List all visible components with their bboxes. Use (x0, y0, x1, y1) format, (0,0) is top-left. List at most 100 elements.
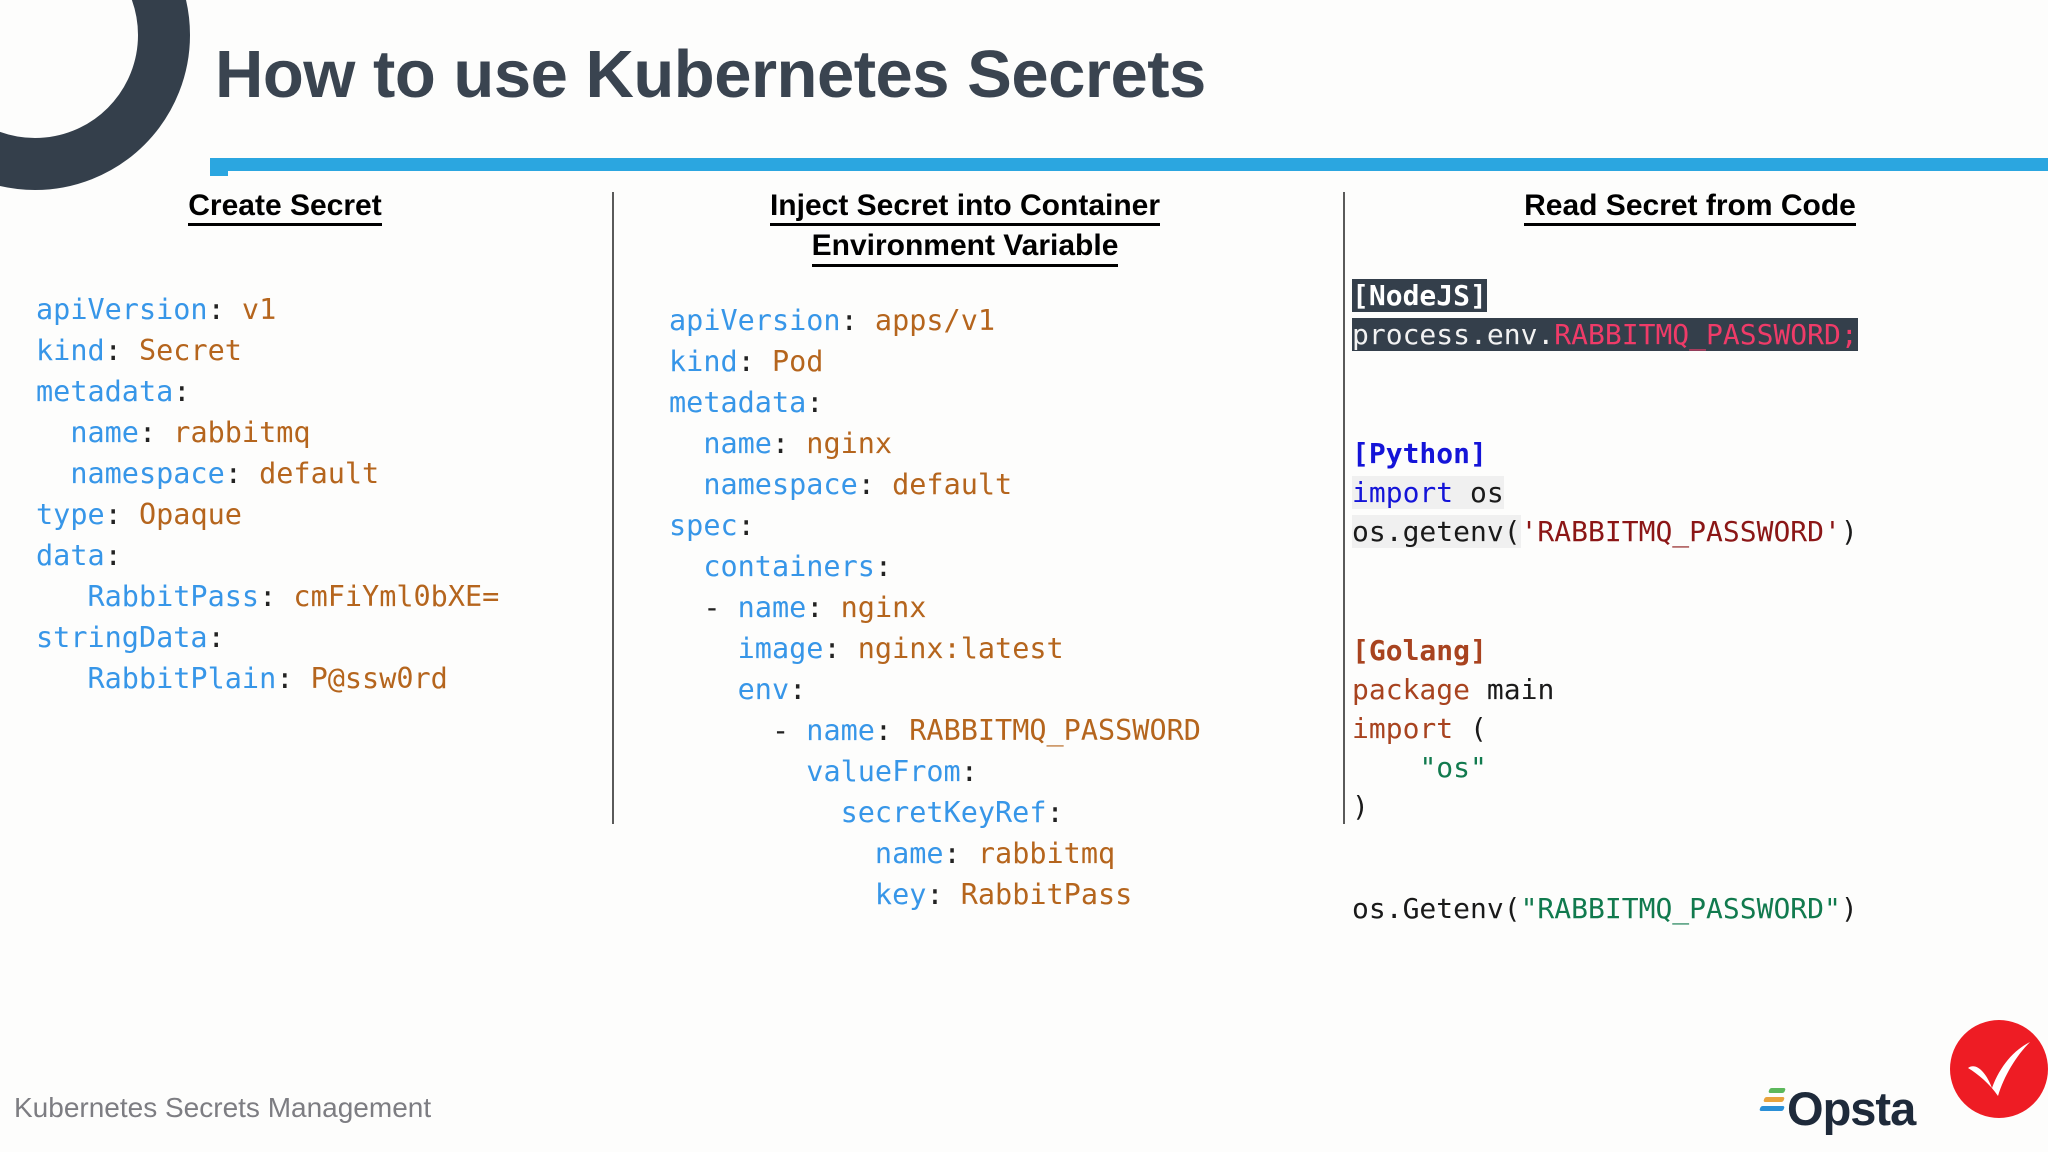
column-heading-inject-secret: Inject Secret into Container Environment… (655, 189, 1275, 267)
column-read-secret: Read Secret from Code [NodeJS] process.e… (1340, 189, 2048, 928)
yaml-sep: : (138, 416, 174, 450)
code-block-inject-secret: apiVersion: apps/v1 kind: Pod metadata: … (669, 300, 1335, 915)
yaml-key: image (737, 631, 824, 665)
yaml-sep: : (259, 580, 294, 614)
golang-package-line: package main (1352, 673, 1554, 706)
column-create-secret: Create Secret apiVersion: v1 kind: Secre… (0, 189, 612, 699)
yaml-key: spec (669, 508, 738, 542)
code-block-create-secret: apiVersion: v1 kind: Secret metadata: na… (36, 289, 612, 699)
code-line: valueFrom: (669, 755, 978, 788)
yaml-key: kind (669, 344, 738, 378)
yaml-sep: : (771, 426, 807, 460)
code-line: name: rabbitmq (669, 837, 1115, 870)
yaml-value: nginx (806, 426, 893, 460)
yaml-key: name (874, 836, 944, 870)
column-heading-read-secret: Read Secret from Code (1370, 189, 2010, 227)
code-line: RabbitPass: cmFiYml0bXE= (36, 580, 499, 613)
yaml-sep: : (874, 549, 893, 583)
column-divider-2 (1343, 192, 1345, 824)
yaml-sep: : (857, 467, 893, 501)
code-line: - name: RABBITMQ_PASSWORD (669, 714, 1201, 747)
golang-import-paren: ( (1453, 712, 1487, 746)
column-divider-1 (612, 192, 614, 824)
yaml-value: Secret (138, 334, 242, 368)
code-line: metadata: (36, 375, 190, 408)
code-line: env: (669, 672, 807, 706)
code-line: kind: Pod (669, 345, 823, 378)
code-line: name: rabbitmq (36, 416, 310, 450)
column-heading-line-1: Read Secret from Code (1524, 189, 1856, 227)
yaml-key: valueFrom (806, 754, 961, 788)
golang-close-paren: ) (1352, 790, 1369, 824)
nodejs-label: [NodeJS] (1352, 279, 1487, 313)
yaml-sep: : (1046, 795, 1064, 829)
python-import-line: import os (1352, 476, 1504, 510)
yaml-sep: : (737, 344, 772, 378)
yaml-sep: : (806, 385, 824, 419)
code-line: name: nginx (669, 427, 892, 460)
yaml-key: name (737, 590, 807, 624)
yaml-sep: : (104, 498, 139, 532)
yaml-sep: : (806, 590, 841, 624)
code-line: secretKeyRef: (669, 796, 1064, 829)
code-line: apiVersion: v1 (36, 293, 276, 326)
yaml-key: RabbitPass (87, 580, 260, 614)
code-line: metadata: (669, 386, 823, 419)
code-line: namespace: default (669, 468, 1012, 501)
yaml-sep: : (173, 375, 191, 409)
yaml-value: Opaque (138, 498, 242, 532)
nodejs-env-var: RABBITMQ_PASSWORD (1554, 318, 1841, 352)
yaml-sep: : (737, 508, 755, 542)
yaml-value: rabbitmq (977, 836, 1116, 870)
code-line: type: Opaque (36, 498, 242, 531)
nodejs-code-prefix: process.env. (1352, 318, 1555, 352)
page-title: How to use Kubernetes Secrets (215, 37, 1206, 112)
code-line: containers: (669, 550, 892, 583)
golang-getenv-prefix: os.Getenv( (1352, 892, 1521, 926)
yaml-key: apiVersion (36, 293, 208, 327)
code-line: spec: (669, 509, 755, 542)
code-line: data: (36, 539, 122, 572)
opsta-logo: Opsta (1759, 1080, 1917, 1136)
spacer (1352, 354, 2048, 395)
yaml-sep: : (104, 539, 122, 573)
yaml-dash: - (771, 713, 807, 747)
column-heading-line-2: Environment Variable (811, 230, 1119, 267)
golang-import-keyword: import (1352, 712, 1454, 746)
yaml-key: apiVersion (669, 303, 841, 337)
code-line: namespace: default (36, 457, 379, 490)
yaml-value: cmFiYml0bXE= (293, 580, 500, 614)
yaml-sep: : (224, 457, 260, 491)
golang-package-keyword: package (1352, 673, 1471, 707)
golang-getenv-line: os.Getenv("RABBITMQ_PASSWORD") (1352, 892, 1858, 925)
yaml-sep: : (943, 836, 978, 870)
python-import-module: os (1453, 476, 1504, 510)
golang-getenv-suffix: ) (1840, 892, 1858, 926)
yaml-key: type (36, 498, 105, 532)
yaml-dash: - (703, 590, 738, 624)
yaml-value: v1 (241, 293, 277, 327)
yaml-sep: : (789, 672, 807, 706)
yaml-sep: : (960, 754, 978, 788)
column-inject-secret: Inject Secret into Container Environment… (615, 189, 1335, 915)
yaml-value: nginx (840, 590, 927, 624)
python-getenv-suffix: ) (1840, 515, 1858, 549)
code-line: - name: nginx (669, 591, 926, 624)
checkmark-badge-icon (1950, 1020, 2048, 1118)
code-line: apiVersion: apps/v1 (669, 304, 995, 337)
yaml-key: stringData (36, 621, 208, 655)
yaml-value: default (259, 457, 380, 491)
yaml-key: secretKeyRef (840, 795, 1047, 829)
yaml-value: apps/v1 (874, 303, 996, 337)
yaml-key: kind (36, 334, 105, 368)
logo-wordmark-text: psta (1822, 1081, 1917, 1135)
title-underline-rule (210, 158, 2048, 171)
yaml-sep: : (207, 621, 225, 655)
yaml-key: metadata (36, 375, 174, 409)
yaml-value: RabbitPass (960, 877, 1133, 911)
arc-ring-shape (0, 0, 190, 190)
python-getenv-line: os.getenv('RABBITMQ_PASSWORD') (1352, 515, 1858, 549)
code-line: kind: Secret (36, 334, 242, 367)
yaml-key: name (70, 416, 139, 450)
